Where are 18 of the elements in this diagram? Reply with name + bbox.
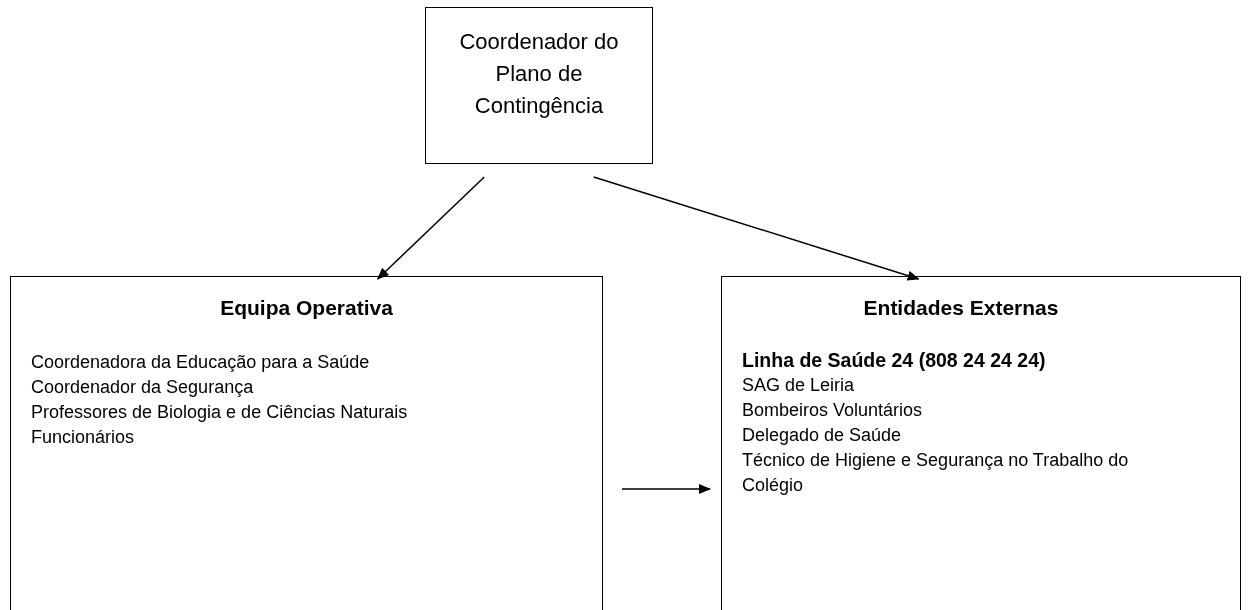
list-item: Professores de Biologia e de Ciências Naturais <box>31 401 409 424</box>
group-box <box>10 276 603 610</box>
list-item: Bombeiros Voluntários <box>742 399 924 422</box>
list-item: Linha de Saúde 24 (808 24 24 24) <box>742 348 1047 373</box>
box-title: Coordenador do Plano de Contingência <box>458 28 620 120</box>
list-item: Coordenador da Segurança <box>31 376 255 399</box>
list-item: Coordenadora da Educação para a Saúde <box>31 351 371 374</box>
group-box <box>721 276 1241 610</box>
list-item: Delegado de Saúde <box>742 424 903 447</box>
list-item: Funcionários <box>31 426 136 449</box>
list-item: SAG de Leiria <box>742 374 856 397</box>
arrow <box>592 176 920 281</box>
group-heading: Equipa Operativa <box>219 296 394 320</box>
group-heading: Entidades Externas <box>862 296 1060 320</box>
list-item: Técnico de Higiene e Segurança no Trabalho do Colégio <box>742 449 1130 497</box>
title-box <box>425 7 653 164</box>
arrow <box>621 484 711 494</box>
arrow <box>376 176 486 280</box>
